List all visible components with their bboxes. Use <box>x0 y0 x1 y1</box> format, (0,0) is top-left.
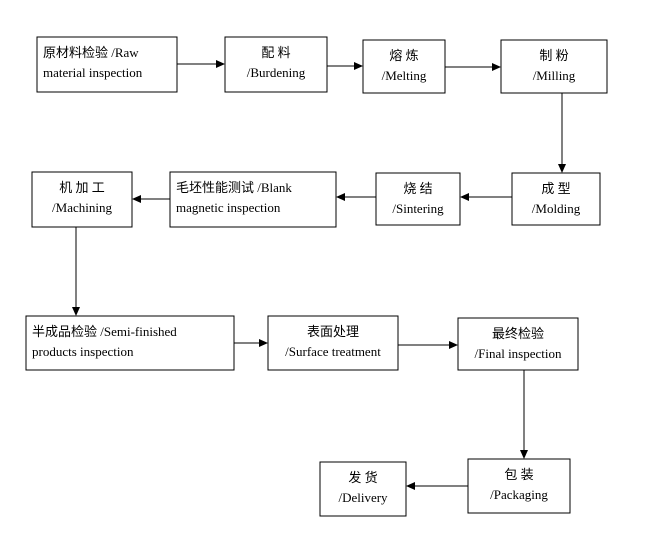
step-label-line1: 表面处理 <box>307 324 359 339</box>
arrow-final-to-packaging <box>520 370 528 459</box>
step-molding: 成 型 /Molding <box>511 172 601 226</box>
step-label-line1: 半成品检验 /Semi-finished <box>32 324 177 339</box>
step-label-line2: material inspection <box>43 65 143 80</box>
step-label-line1: 烧 结 <box>403 181 432 196</box>
arrow-semi-to-surface <box>234 339 268 347</box>
arrow-machining-to-semi <box>72 227 80 316</box>
step-label-line2: products inspection <box>32 344 134 359</box>
step-label-line2: /Molding <box>532 201 581 216</box>
step-label-line1: 包 装 <box>504 467 533 482</box>
arrow-sintering-to-blank <box>336 193 376 201</box>
step-final-inspection: 最终检验 /Final inspection <box>457 317 579 371</box>
step-milling: 制 粉 /Milling <box>500 39 608 94</box>
step-label-line1: 成 型 <box>541 181 570 196</box>
arrow-milling-to-molding <box>558 93 566 173</box>
step-blank-magnetic-inspection: 毛坯性能测试 /Blank magnetic inspection <box>169 171 337 228</box>
step-label-line1: 制 粉 <box>539 48 568 63</box>
step-label-line1: 毛坯性能测试 /Blank <box>176 180 292 195</box>
step-surface-treatment: 表面处理 /Surface treatment <box>267 315 399 371</box>
arrow-surface-to-final <box>398 341 458 349</box>
step-label-line2: magnetic inspection <box>176 200 281 215</box>
step-machining: 机 加 工 /Machining <box>31 171 133 228</box>
step-raw-material-inspection: 原材料检验 /Raw material inspection <box>36 36 178 93</box>
arrow-raw-to-burdening <box>177 60 225 68</box>
arrow-melting-to-milling <box>445 63 501 71</box>
step-burdening: 配 料 /Burdening <box>224 36 328 93</box>
step-label-line2: /Surface treatment <box>285 344 381 359</box>
step-sintering: 烧 结 /Sintering <box>375 172 461 226</box>
step-melting: 熔 炼 /Melting <box>362 39 446 94</box>
step-label-line2: /Packaging <box>490 487 548 502</box>
step-label-line2: /Final inspection <box>474 346 562 361</box>
step-label-line2: /Burdening <box>247 65 306 80</box>
step-label-line1: 熔 炼 <box>389 48 418 63</box>
step-semi-finished-inspection: 半成品检验 /Semi-finished products inspection <box>25 315 235 371</box>
step-delivery: 发 货 /Delivery <box>319 461 407 517</box>
step-label-line2: /Milling <box>533 68 576 83</box>
arrow-packaging-to-delivery <box>406 482 468 490</box>
arrow-molding-to-sintering <box>460 193 512 201</box>
step-label-line2: /Sintering <box>392 201 444 216</box>
step-packaging: 包 装 /Packaging <box>467 458 571 514</box>
step-label-line2: /Melting <box>382 68 427 83</box>
step-label-line1: 配 料 <box>261 45 290 60</box>
step-label-line1: 最终检验 <box>492 326 544 341</box>
arrow-burdening-to-melting <box>327 62 363 70</box>
step-label-line2: /Machining <box>52 200 112 215</box>
arrow-blank-to-machining <box>132 195 170 203</box>
step-label-line1: 机 加 工 <box>59 180 105 195</box>
step-label-line1: 原材料检验 /Raw <box>43 45 139 60</box>
step-label-line1: 发 货 <box>348 470 377 485</box>
step-label-line2: /Delivery <box>338 490 388 505</box>
